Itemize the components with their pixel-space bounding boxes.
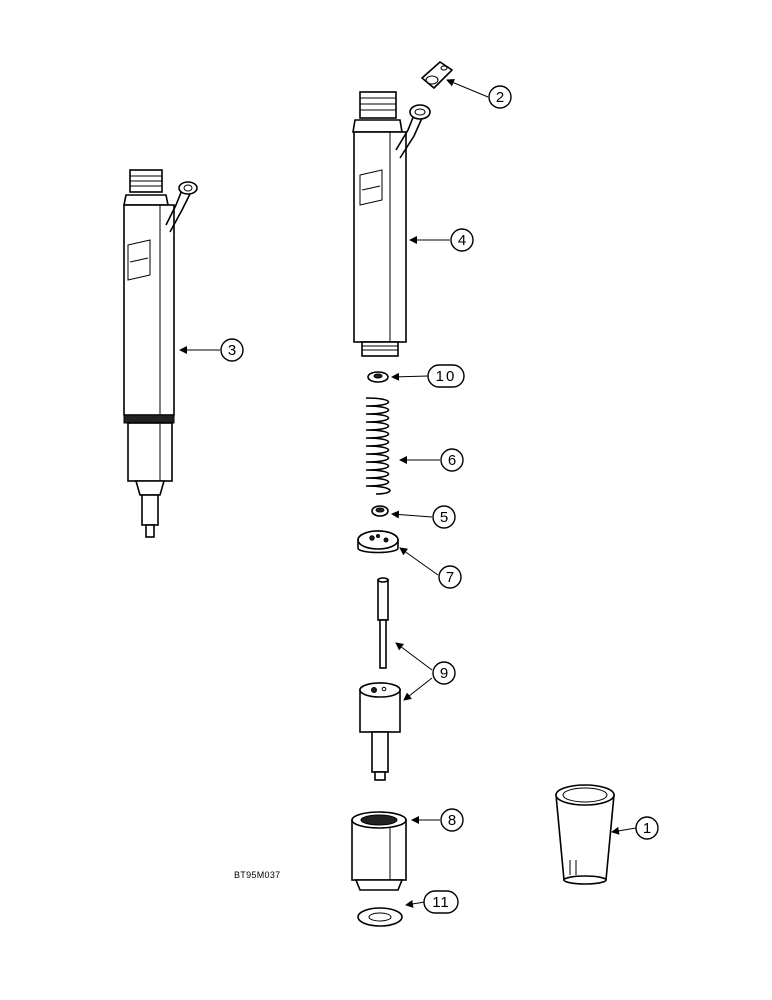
injector-body-part-4	[352, 91, 431, 357]
callout-6-number: 6	[448, 452, 456, 469]
leader-lines	[179, 78, 637, 908]
callout-7: 7	[438, 565, 462, 589]
nozzle-body-part-9	[359, 682, 401, 781]
callout-8-number: 8	[448, 812, 456, 829]
washer-part-11	[357, 907, 403, 927]
nozzle-needle-part-9	[377, 577, 389, 669]
callout-7-number: 7	[446, 569, 454, 586]
callout-3-number: 3	[228, 342, 236, 359]
nozzle-nut-part-8	[351, 811, 407, 891]
callout-2-number: 2	[496, 89, 504, 106]
callout-5: 5	[432, 505, 456, 529]
spring-part-6	[365, 397, 391, 495]
callout-2: 2	[488, 85, 512, 109]
callout-4: 4	[450, 228, 474, 252]
intermediate-plate-part-7	[357, 530, 399, 554]
shim-part-10	[367, 371, 389, 383]
sleeve-part-1	[555, 784, 615, 885]
callout-3: 3	[220, 338, 244, 362]
callout-11: 11	[423, 890, 459, 914]
callout-4-number: 4	[458, 232, 466, 249]
callout-6: 6	[440, 448, 464, 472]
callout-9-number: 9	[440, 665, 448, 682]
callout-1: 1	[635, 816, 659, 840]
callout-9: 9	[432, 661, 456, 685]
clamp-part-2	[420, 60, 454, 90]
callout-5-number: 5	[440, 509, 448, 526]
callout-10-number: 10	[436, 368, 457, 385]
callout-10: 10	[427, 364, 465, 388]
spring-seat-part-5	[371, 505, 389, 517]
callout-11-number: 11	[432, 894, 450, 911]
callout-8: 8	[440, 808, 464, 832]
figure-code: BT95M037	[234, 870, 280, 880]
injector-assembly-part-3	[123, 169, 198, 538]
callout-1-number: 1	[643, 820, 651, 837]
